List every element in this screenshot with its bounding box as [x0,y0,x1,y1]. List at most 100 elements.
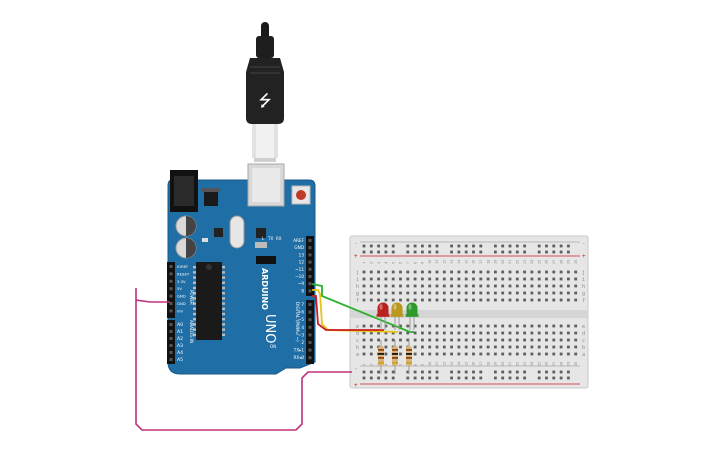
column-number: 10 [428,362,432,366]
column-number: 26 [545,362,549,366]
column-number: 13 [450,260,454,264]
digital-pin-label: GND [294,245,304,250]
digital-pin-label: 13 [299,252,305,257]
power-label: POWER [189,290,194,305]
rail-plus-top-right: + [582,253,586,260]
digital-pin-label: AREF [293,238,304,243]
column-number: 20 [501,362,505,366]
column-number: 15 [464,260,468,264]
column-number: 24 [530,362,534,366]
column-number: 17 [479,260,483,264]
digital-pin-label: ~9 [298,281,305,286]
digital-header-bottom [306,300,314,364]
column-number: 6 [399,262,403,264]
arduino-board[interactable]: L TX RX ON ARDUINO UNO DIGITAL (PWM= ~) … [167,163,316,375]
analog-pin-label: A3 [177,343,183,349]
column-number: 21 [508,362,512,366]
column-number: 2 [370,262,374,264]
digital-pin-label: 2 [301,340,304,345]
digital-pin-label: ~6 [298,310,305,315]
row-letter: g [582,291,585,297]
uno-model: UNO [262,314,277,343]
column-number: 16 [472,260,476,264]
row-letter: a [356,352,359,358]
row-letter: f [582,298,585,304]
column-number: 18 [486,362,490,366]
power-pin-label: GND [177,294,186,299]
column-number: 12 [443,362,447,366]
resistor-3[interactable] [406,340,412,374]
row-letter: f [356,298,359,304]
column-number: 28 [559,362,563,366]
analog-header [167,320,175,364]
analog-pin-label: A4 [177,350,183,356]
analog-pin-label: A1 [177,329,183,335]
capacitor-2 [175,237,197,259]
resistors[interactable] [378,340,412,374]
row-letter: i [582,277,585,283]
row-letter: d [356,331,359,337]
column-number: 8 [413,262,417,264]
green-led[interactable] [405,302,419,331]
digital-pin-label: ~10 [295,274,304,279]
column-number: 4 [384,364,388,366]
column-number: 7 [406,262,410,264]
resistor-2[interactable] [392,340,398,374]
column-number: 25 [537,260,541,264]
digital-pin-label: 12 [299,260,305,265]
column-number: 29 [567,362,571,366]
on-label: ON [270,344,276,349]
wires[interactable] [135,283,414,431]
digital-pin-label: ~5 [298,317,305,322]
column-number: 28 [559,260,563,264]
usb-cable[interactable]: ⭍ [246,22,284,162]
column-number: 20 [501,260,505,264]
digital-pin-label: 4 [301,325,304,330]
yellow-led[interactable] [390,302,404,331]
row-letter: g [356,291,359,297]
column-number: 14 [457,362,461,366]
column-number: 15 [464,362,468,366]
rail-minus-top-right: - [582,240,586,247]
column-number: 18 [486,260,490,264]
l-label: L [262,236,265,241]
magenta-ground-wire[interactable] [135,288,352,431]
analog-pin-label: A0 [177,322,183,328]
column-number: 22 [516,362,520,366]
rx-label: RX [276,236,282,241]
atmega-chip [196,262,222,340]
digital-label: DIGITAL (PWM= ~) [295,302,300,342]
green-wire[interactable] [311,283,414,333]
column-number: 17 [479,362,483,366]
column-number: 10 [428,260,432,264]
column-number: 9 [421,262,425,264]
column-number: 11 [435,362,439,366]
icsp-header [256,256,276,264]
row-letter: d [582,331,585,337]
column-number: 19 [494,362,498,366]
column-number: 14 [457,260,461,264]
column-number: 25 [537,362,541,366]
column-number: 4 [384,262,388,264]
breadboard-holes [362,244,578,380]
column-number: 19 [494,260,498,264]
power-pin-label: Vin [177,308,184,313]
resistor-1[interactable] [378,340,384,374]
row-letter: b [582,345,585,351]
red-wire[interactable] [312,295,384,331]
arduino-brand: ARDUINO [260,268,269,310]
power-pin-label: GND [177,301,186,306]
column-number: 11 [435,260,439,264]
red-led[interactable] [376,302,390,331]
column-number: 23 [523,260,527,264]
column-number: 1 [362,262,366,264]
rail-minus-top: - [354,240,358,247]
rail-plus-top: + [354,253,358,260]
column-number: 27 [552,260,556,264]
column-number: 13 [450,362,454,366]
power-pin-label: 3.3V [177,279,186,284]
leds[interactable] [376,302,419,331]
column-number: 1 [362,364,366,366]
column-number: 21 [508,260,512,264]
